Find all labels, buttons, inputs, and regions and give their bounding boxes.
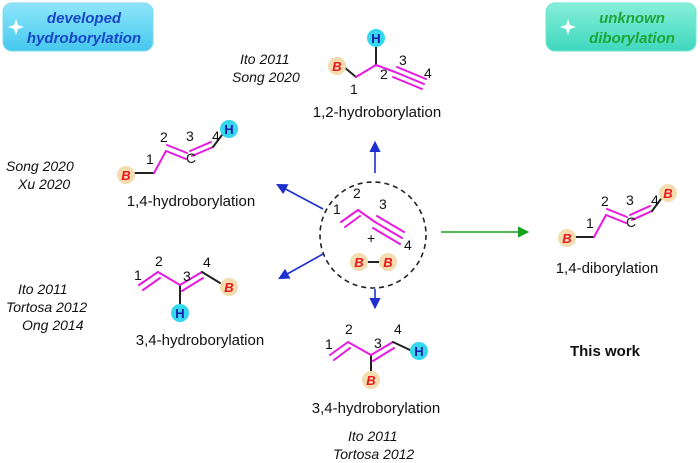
carbon-number: 1 <box>146 151 154 167</box>
reactant-num-2: 2 <box>353 185 361 201</box>
product-14-hydroborylation: Song 2020 Xu 2020 C B H 1 2 3 4 1,4-hydr… <box>6 120 255 210</box>
enyne-structure <box>340 209 405 245</box>
boron-atom <box>379 253 397 271</box>
hydrogen-label: H <box>224 122 233 137</box>
reactant-num-1: 1 <box>333 201 341 217</box>
citation: Xu 2020 <box>17 176 70 192</box>
boron-label: B <box>121 168 130 183</box>
citation: Song 2020 <box>6 158 74 174</box>
carbon-number: 2 <box>380 66 388 82</box>
carbon-number: 3 <box>399 52 407 68</box>
hydrogen-atom <box>367 29 385 47</box>
product-label: 3,4-hydroborylation <box>312 400 440 417</box>
boron-label: B <box>663 186 672 201</box>
boron-label: B <box>354 255 363 270</box>
carbon-number: 2 <box>345 321 353 337</box>
boron-atom <box>362 371 380 389</box>
carbon-number: 4 <box>203 254 211 270</box>
carbon-number: 1 <box>350 81 358 97</box>
banner-unknown-line2: diborylation <box>589 30 675 47</box>
citation: Ito 2011 <box>348 428 398 444</box>
allene-center-c: C <box>626 214 636 230</box>
boron-atom <box>328 57 346 75</box>
carbon-number: 4 <box>394 321 402 337</box>
boron-label: B <box>366 373 375 388</box>
banner-developed: developed hydroborylation <box>2 2 154 52</box>
banner-unknown-line1: unknown <box>599 10 665 27</box>
arrow-lower-left <box>278 253 324 280</box>
allene-center-c: C <box>186 150 196 166</box>
reactant-dashed-circle <box>319 181 427 289</box>
boron-atom <box>220 278 238 296</box>
carbon-number: 3 <box>183 268 191 284</box>
sparkle-icon <box>560 19 576 35</box>
carbon-number: 3 <box>626 192 634 208</box>
reactant-plus: + <box>367 230 375 246</box>
carbon-number: 2 <box>601 193 609 209</box>
citation: Tortosa 2012 <box>333 446 414 462</box>
hydrogen-atom <box>171 304 189 322</box>
product-34-hydroborylation-left: Ito 2011 Tortosa 2012 Ong 2014 B H 1 2 3… <box>6 253 264 349</box>
sparkle-icon <box>8 19 24 35</box>
boron-label: B <box>383 255 392 270</box>
product-label: 1,4-hydroborylation <box>127 193 255 210</box>
boron-atom <box>558 229 576 247</box>
carbon-number: 4 <box>651 192 659 208</box>
this-work-label: This work <box>570 343 641 360</box>
hydrogen-atom <box>410 342 428 360</box>
banner-developed-line2: hydroborylation <box>27 30 141 47</box>
hydrogen-label: H <box>371 31 380 46</box>
carbon-number: 2 <box>160 129 168 145</box>
banner-developed-line1: developed <box>47 10 122 27</box>
hydrogen-atom <box>220 120 238 138</box>
boron-atom <box>350 253 368 271</box>
hydrogen-label: H <box>414 344 423 359</box>
carbon-number: 1 <box>134 267 142 283</box>
reactant-num-4: 4 <box>404 237 412 253</box>
boron-label: B <box>224 280 233 295</box>
product-label: 1,4-diborylation <box>556 260 659 277</box>
product-34-hydroborylation-bottom: B H 1 2 3 4 3,4-hydroborylation Ito 2011… <box>312 321 440 462</box>
product-label: 3,4-hydroborylation <box>136 332 264 349</box>
carbon-number: 3 <box>374 335 382 351</box>
citation: Song 2020 <box>232 69 300 85</box>
boron-atom <box>117 166 135 184</box>
citation: Ong 2014 <box>22 317 84 333</box>
hydrogen-label: H <box>175 306 184 321</box>
product-12-hydroborylation: Ito 2011 Song 2020 B H 1 2 3 4 1,2-hydro… <box>232 29 441 121</box>
boron-atom <box>659 184 677 202</box>
carbon-number: 4 <box>424 65 432 81</box>
carbon-number: 1 <box>586 215 594 231</box>
arrow-upper-left <box>276 183 324 210</box>
carbon-number: 1 <box>325 336 333 352</box>
banner-unknown: unknown diborylation <box>545 2 697 52</box>
product-label: 1,2-hydroborylation <box>313 104 441 121</box>
reaction-arrows <box>276 140 530 310</box>
citation: Ito 2011 <box>240 51 290 67</box>
reactant-group: 1 2 3 4 + B B <box>319 181 427 289</box>
carbon-number: 3 <box>186 128 194 144</box>
reactant-num-3: 3 <box>379 196 387 212</box>
product-14-diborylation: C B B 1 2 3 4 1,4-diborylation <box>556 184 677 277</box>
citation: Tortosa 2012 <box>6 299 87 315</box>
boron-label: B <box>562 231 571 246</box>
citation: Ito 2011 <box>18 281 68 297</box>
carbon-number: 2 <box>155 253 163 269</box>
carbon-number: 4 <box>212 128 220 144</box>
boron-label: B <box>332 59 341 74</box>
